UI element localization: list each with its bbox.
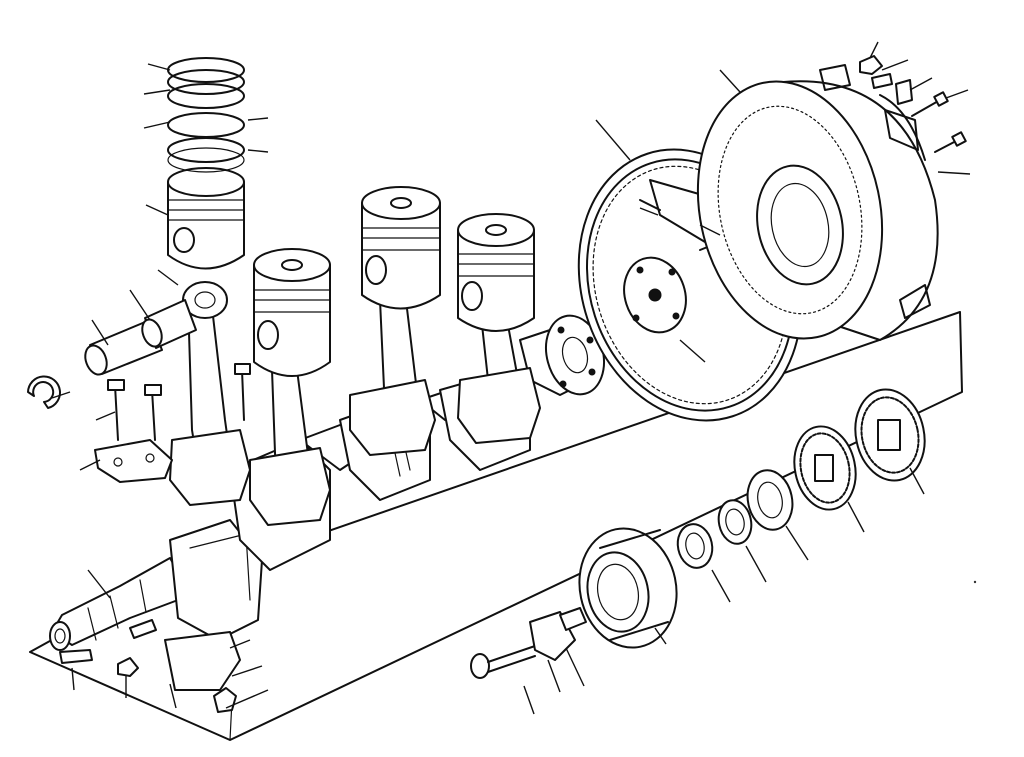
clutch-housing <box>696 64 939 341</box>
connecting-rods <box>169 281 541 526</box>
piston-4 <box>457 213 535 332</box>
connecting-rod-1 <box>169 281 251 506</box>
fasteners-right <box>859 55 967 153</box>
timing-gears <box>676 388 926 569</box>
pulley-bolt <box>470 607 587 679</box>
stray-mark <box>973 580 977 584</box>
pulley <box>578 527 678 649</box>
piston-2 <box>253 248 331 377</box>
connecting-rod-3 <box>349 291 436 456</box>
fasteners-left <box>59 363 251 713</box>
callout-leaders <box>51 41 971 715</box>
piston-3 <box>361 186 441 310</box>
piston-pin-group <box>27 299 197 409</box>
connecting-rod-2 <box>249 361 331 526</box>
piston-1 <box>167 167 245 270</box>
pistons <box>167 57 535 377</box>
piston-rings-set <box>167 57 245 173</box>
